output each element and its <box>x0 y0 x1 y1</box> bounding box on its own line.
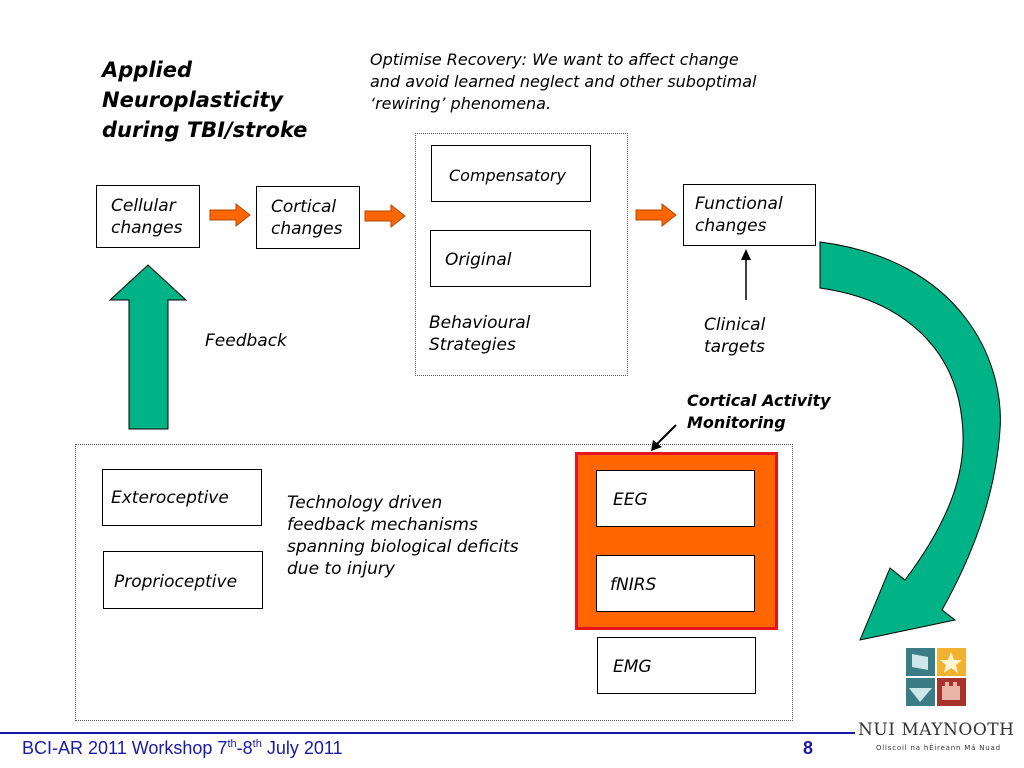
monitoring-arrow-head <box>651 440 662 451</box>
clinical-arrow-head <box>741 249 751 260</box>
footer-part: -8 <box>236 738 253 758</box>
original-box: Original <box>430 230 591 287</box>
cellular-changes-box: Cellular changes <box>96 185 200 248</box>
box-label: Cortical <box>271 197 337 217</box>
footer-part: BCI-AR 2011 Workshop 7 <box>22 738 228 758</box>
box-label: Proprioceptive <box>114 572 238 592</box>
fnirs-box: fNIRS <box>596 555 755 612</box>
orange-arrow-3 <box>635 202 677 228</box>
footer-sup: th <box>252 738 262 750</box>
technology-feedback-group <box>75 444 793 721</box>
exteroceptive-box: Exteroceptive <box>102 469 262 526</box>
box-label: changes <box>111 218 183 238</box>
university-name: NUI MAYNOOTH <box>858 720 1015 740</box>
emg-box: EMG <box>597 637 756 694</box>
box-label: changes <box>695 216 767 236</box>
box-label: EEG <box>613 490 648 510</box>
intro-line: Optimise Recovery: We want to affect cha… <box>370 50 739 69</box>
university-subtitle: Ollscoil na hÉireann Má Nuad <box>876 744 1001 752</box>
monitoring-arrow-line <box>656 424 677 445</box>
box-label: Exteroceptive <box>111 488 229 508</box>
label-line: due to injury <box>287 559 395 579</box>
intro-line: and avoid learned neglect and other subo… <box>370 72 757 91</box>
feedback-label: Feedback <box>205 331 287 351</box>
behavioural-strategies-group <box>415 133 628 376</box>
title-line: during TBI/stroke <box>102 118 308 142</box>
title-line: Applied <box>102 58 192 82</box>
label-line: Monitoring <box>687 413 786 432</box>
box-label: Compensatory <box>449 166 566 185</box>
footer-text: BCI-AR 2011 Workshop 7th-8th July 2011 <box>22 738 343 759</box>
intro-line: ‘rewiring’ phenomena. <box>370 94 552 113</box>
behavioural-strategies-label: Behavioural Strategies <box>429 312 530 356</box>
page-number: 8 <box>803 738 814 758</box>
label-line: Strategies <box>429 335 516 355</box>
label-line: Technology driven <box>287 493 443 513</box>
cortical-activity-monitoring-label: Cortical Activity Monitoring <box>687 390 831 434</box>
curved-return-arrow <box>819 241 1001 641</box>
box-label: Original <box>445 250 512 270</box>
intro-text: Optimise Recovery: We want to affect cha… <box>370 49 756 115</box>
label-line: feedback mechanisms <box>287 515 478 535</box>
label-line: Behavioural <box>429 313 531 333</box>
proprioceptive-box: Proprioceptive <box>103 551 263 609</box>
eeg-box: EEG <box>596 470 755 527</box>
box-label: changes <box>271 219 343 239</box>
clinical-targets-label: Clinical targets <box>704 314 765 358</box>
functional-changes-box: Functional changes <box>683 184 816 246</box>
university-crest <box>906 648 966 706</box>
box-label: Cellular <box>111 196 176 216</box>
footer-part: July 2011 <box>261 738 343 758</box>
label-line: Cortical Activity <box>687 391 831 410</box>
label-line: spanning biological deficits <box>287 537 519 557</box>
title-line: Neuroplasticity <box>102 88 284 112</box>
orange-arrow-2 <box>364 203 406 229</box>
box-label: EMG <box>613 657 652 677</box>
feedback-up-arrow <box>108 264 188 430</box>
compensatory-box: Compensatory <box>431 145 591 202</box>
box-label: fNIRS <box>610 575 657 595</box>
footer-sup: th <box>227 738 237 750</box>
box-label: Functional <box>695 194 783 214</box>
orange-arrow-1 <box>209 202 251 228</box>
label-line: Clinical <box>704 315 766 335</box>
slide-title: Applied Neuroplasticity during TBI/strok… <box>102 55 307 145</box>
technology-description: Technology driven feedback mechanisms sp… <box>287 492 519 580</box>
cortical-changes-box: Cortical changes <box>256 186 360 249</box>
label-line: targets <box>704 337 765 357</box>
